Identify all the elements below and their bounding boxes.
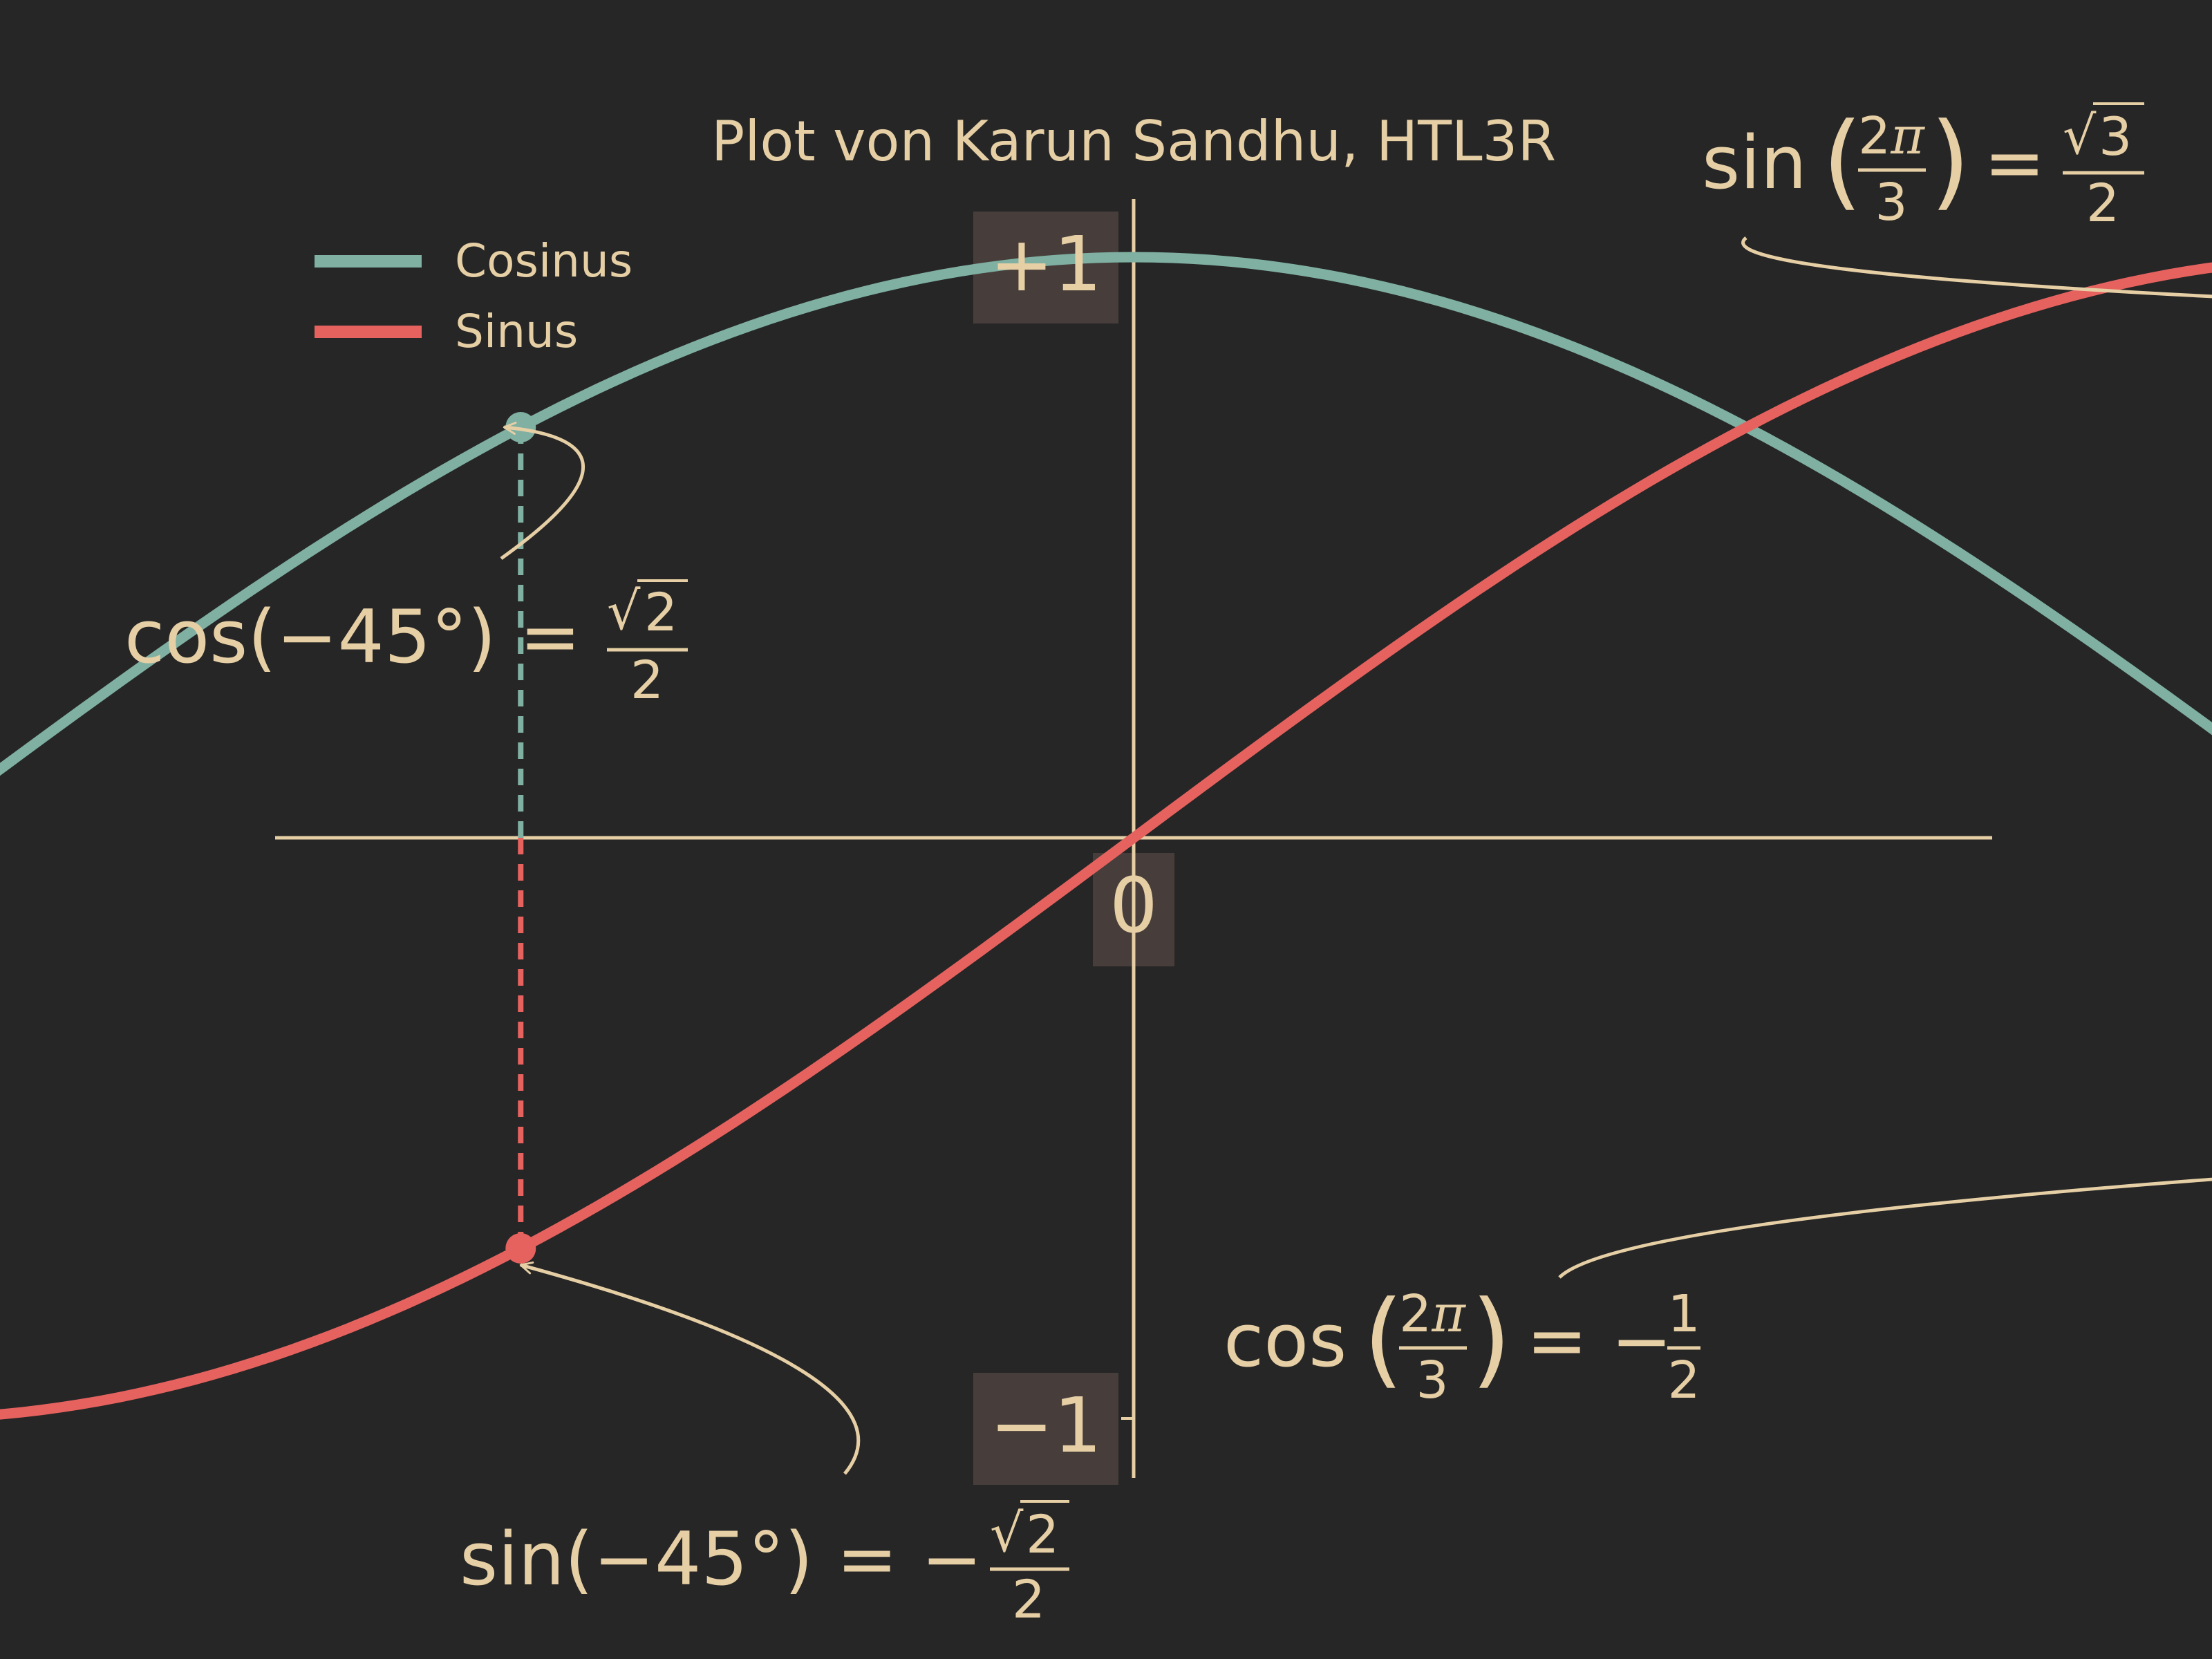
x-tick-label-2: 0 xyxy=(1109,861,1158,950)
svg-text:2: 2 xyxy=(1012,1568,1045,1630)
series-line-cosinus xyxy=(0,252,2212,776)
y-tick-box-1 xyxy=(973,1373,1118,1485)
annotation-cos-minus-45: cos(−45°) = √ 2 2 xyxy=(124,579,688,711)
highlighted-points xyxy=(505,412,536,1264)
legend-label-sinus: Sinus xyxy=(455,305,578,358)
annotation-sin-2pi-3: sin ( 2π 3 ) = √ 3 2 xyxy=(1702,101,2144,234)
svg-text:= −: = − xyxy=(1526,1298,1672,1383)
annotation-arrow-cos-minus-45 xyxy=(500,422,585,561)
svg-text:2: 2 xyxy=(2086,172,2119,234)
svg-text:cos: cos xyxy=(1224,1298,1347,1383)
annotation-arrow-cos-2pi-3 xyxy=(1558,1177,2212,1279)
tick-labels: −π−π20+π2+π+1−1 xyxy=(990,220,1158,1470)
annotation-sin-minus-45: sin(−45°) = − √ 2 2 xyxy=(460,1500,1069,1630)
svg-text:2: 2 xyxy=(1667,1351,1700,1410)
series-lines xyxy=(0,252,2212,1420)
svg-text:(: ( xyxy=(1363,1279,1404,1399)
svg-text:): ) xyxy=(1471,1279,1512,1399)
svg-text:√: √ xyxy=(607,580,641,641)
svg-text:sin: sin xyxy=(1702,120,1807,205)
svg-text:): ) xyxy=(1930,101,1971,221)
svg-text:cos(−45°) =: cos(−45°) = xyxy=(124,594,581,679)
y-tick-label-0: +1 xyxy=(990,220,1102,308)
series-line-sinus xyxy=(0,262,2212,1420)
chart-title: Plot von Karun Sandhu, HTL3R xyxy=(711,109,1556,174)
svg-text:2: 2 xyxy=(1026,1503,1059,1565)
highlight-point-sinus-1 xyxy=(505,1232,536,1264)
svg-text:2π: 2π xyxy=(1399,1284,1466,1344)
svg-text:=: = xyxy=(1984,120,2045,205)
svg-text:sin(−45°) = −: sin(−45°) = − xyxy=(460,1517,982,1602)
svg-text:(: ( xyxy=(1822,101,1863,221)
svg-text:2: 2 xyxy=(644,581,677,643)
highlight-point-cosinus-0 xyxy=(505,412,536,443)
annotation-arrow-sin-minus-45 xyxy=(519,1261,861,1475)
svg-text:√: √ xyxy=(990,1502,1024,1564)
svg-text:3: 3 xyxy=(1875,173,1907,232)
svg-text:2: 2 xyxy=(630,649,664,711)
annotation-arrow-sin-2pi-3 xyxy=(1741,236,2212,299)
annotation-arrows xyxy=(500,236,2212,1475)
annotation-cos-2pi-3: cos ( 2π 3 ) = − 1 2 xyxy=(1224,1279,1700,1410)
dashed-guides xyxy=(518,427,524,1248)
y-tick-label-1: −1 xyxy=(990,1381,1102,1470)
tick-label-boxes xyxy=(973,212,1174,1485)
legend-label-cosinus: Cosinus xyxy=(455,234,632,288)
svg-text:2π: 2π xyxy=(1858,106,1925,166)
svg-text:√: √ xyxy=(2063,104,2097,166)
legend: Cosinus Sinus xyxy=(315,234,632,358)
svg-text:3: 3 xyxy=(2099,106,2132,167)
svg-text:3: 3 xyxy=(1416,1351,1448,1410)
svg-text:1: 1 xyxy=(1667,1284,1700,1344)
